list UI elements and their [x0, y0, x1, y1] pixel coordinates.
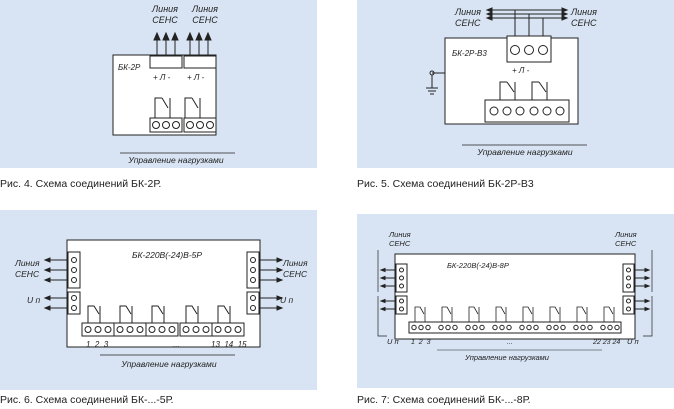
- fig5-sens-label-right: СЕНС: [571, 18, 597, 28]
- fig7-ellipsis: ...: [507, 339, 513, 346]
- fig7-control-label: Управление нагрузками: [464, 353, 550, 362]
- fig4-polarity-1: + Л -: [153, 73, 171, 82]
- fig4-sens-label-2: СЕНС: [192, 15, 218, 25]
- fig6-sens-label-left: СЕНС: [15, 269, 40, 279]
- fig4-polarity-2: + Л -: [187, 73, 205, 82]
- fig5-line-label-right: Линия: [570, 7, 597, 17]
- fig7-relays: [414, 306, 615, 322]
- fig5-polarity: + Л -: [512, 66, 530, 75]
- fig4-top-terminals: [149, 55, 217, 69]
- fig7-device-name: БК-220В(-24)В-8Р: [447, 261, 509, 270]
- fig6-sens-label-right: СЕНС: [283, 269, 308, 279]
- fig6-device-name: БК-220В(-24)В-5Р: [132, 250, 202, 260]
- fig4-sens-label-1: СЕНС: [152, 15, 178, 25]
- fig4-control-label: Управление нагрузками: [127, 155, 223, 165]
- fig5-bottom-terminals: [484, 99, 570, 123]
- fig7-sens-label-right: СЕНС: [615, 239, 637, 248]
- fig6-up-left: U п: [27, 295, 41, 305]
- fig7-brackets: [377, 250, 653, 337]
- fig5-control-label: Управление нагрузками: [476, 147, 572, 157]
- fig5-wires: [485, 7, 569, 36]
- fig5-caption: Рис. 5. Схема соединений БК-2Р-В3: [357, 178, 534, 190]
- fig6-side-arrows: [43, 257, 284, 311]
- fig4-relays: [154, 97, 201, 118]
- fig6-up-right: U п: [280, 295, 294, 305]
- fig7-diagram: БК-220В(-24)В-8Р Линия СЕНС Линия СЕНС U…: [377, 230, 653, 362]
- fig5-diagram: Линия СЕНС Линия СЕНС БК-2Р-В3 + Л - Упр…: [426, 7, 597, 157]
- fig4-diagram: Линия СЕНС Линия СЕНС БК-2Р + Л - + Л - …: [112, 4, 235, 165]
- fig7-caption: Рис. 7: Схема соединений БК-...-8Р.: [357, 394, 531, 406]
- fig6-caption: Рис. 6. Схема соединений БК-...-5Р.: [0, 394, 174, 406]
- fig4-device-name: БК-2Р: [118, 63, 141, 72]
- fig4-bottom-terminals: [149, 117, 217, 133]
- fig6-bottom-terminals: [81, 322, 245, 337]
- fig6-control-label: Управление нагрузками: [120, 359, 216, 369]
- fig4-arrows: [153, 31, 212, 55]
- fig7-terminal-nums-right: 22 23 24: [592, 339, 620, 346]
- fig7-up-left: U п: [387, 337, 399, 346]
- fig7-bottom-terminals: [408, 321, 622, 334]
- fig6-relays: [87, 305, 231, 323]
- fig7-up-right: U п: [627, 337, 639, 346]
- fig7-side-wires: [379, 267, 651, 312]
- fig7-sens-label-left: СЕНС: [389, 239, 411, 248]
- fig4-line-label-2: Линия: [191, 4, 218, 14]
- fig6-terminal-nums-left: 1 2 3: [86, 340, 109, 349]
- fig6-line-label-right: Линия: [282, 258, 308, 268]
- fig5-relays: [499, 81, 548, 100]
- fig4-caption: Рис. 4. Схема соединений БК-2Р.: [0, 178, 162, 190]
- fig6-terminal-nums-right: 13 14 15: [211, 340, 247, 349]
- fig6-diagram: БК-220В(-24)В-5Р Линия СЕНС Линия СЕНС U…: [14, 239, 308, 369]
- fig5-line-label-left: Линия: [454, 7, 481, 17]
- fig5-sens-label-left: СЕНС: [455, 18, 481, 28]
- fig7-line-label-left: Линия: [388, 230, 411, 239]
- fig7-terminal-nums-left: 1 2 3: [411, 339, 431, 346]
- fig6-ellipsis: ...: [173, 340, 180, 349]
- fig5-ground: [426, 70, 445, 95]
- fig6-line-label-left: Линия: [14, 258, 40, 268]
- fig6-side-terminals: [67, 251, 260, 315]
- fig7-line-label-right: Линия: [614, 230, 637, 239]
- fig5-top-terminals: [506, 35, 552, 63]
- fig4-line-label-1: Линия: [151, 4, 178, 14]
- fig5-device-name: БК-2Р-В3: [452, 49, 487, 58]
